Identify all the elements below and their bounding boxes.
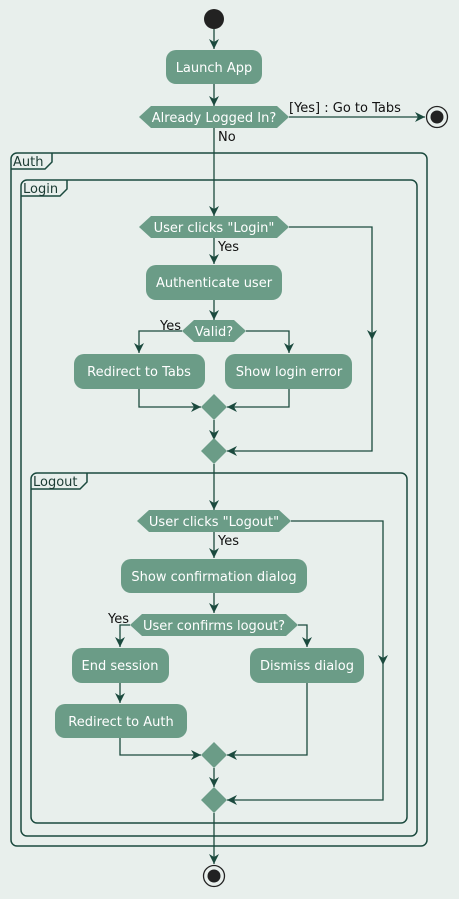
edge-skip-logout xyxy=(227,665,384,805)
merge-confirm xyxy=(201,742,227,768)
decision-valid: Valid? xyxy=(182,320,246,342)
auth-frame: Auth xyxy=(10,152,428,847)
edge-label-logout-yes: Yes xyxy=(217,534,239,549)
edge-redirect-auth-merge xyxy=(119,738,201,760)
svg-text:Already Logged In?: Already Logged In? xyxy=(152,111,276,126)
merge-login xyxy=(201,438,227,464)
svg-text:Show confirmation dialog: Show confirmation dialog xyxy=(131,570,296,585)
edge-logout-no xyxy=(291,520,388,665)
node-end-session: End session xyxy=(72,648,169,683)
stop-node-top xyxy=(425,105,449,129)
svg-text:Show login error: Show login error xyxy=(236,365,343,380)
svg-text:User confirms logout?: User confirms logout? xyxy=(143,619,285,634)
edges xyxy=(115,29,425,864)
edge-label-yes-go-to-tabs: [Yes] : Go to Tabs xyxy=(289,101,401,116)
svg-text:Redirect to Tabs: Redirect to Tabs xyxy=(87,365,191,380)
start-node xyxy=(204,9,224,29)
svg-text:Valid?: Valid? xyxy=(195,325,233,340)
merge-valid xyxy=(201,394,227,420)
edge-label-valid-yes: Yes xyxy=(159,319,181,334)
node-dismiss-dialog: Dismiss dialog xyxy=(250,648,364,683)
svg-text:End session: End session xyxy=(82,659,159,674)
svg-text:Redirect to Auth: Redirect to Auth xyxy=(68,715,173,730)
edge-confirm-yes xyxy=(115,624,130,647)
login-frame-label: Login xyxy=(23,182,58,197)
logout-frame: Logout xyxy=(30,472,408,824)
edge-redirect-merge xyxy=(138,389,201,412)
decision-already-logged-in: Already Logged In? xyxy=(139,106,289,128)
edge-skip-login xyxy=(227,340,373,456)
node-authenticate-user: Authenticate user xyxy=(146,265,282,300)
node-show-login-error: Show login error xyxy=(225,354,352,389)
node-redirect-to-tabs: Redirect to Tabs xyxy=(74,354,205,389)
svg-text:Authenticate user: Authenticate user xyxy=(156,276,273,291)
decision-user-clicks-logout: User clicks "Logout" xyxy=(137,510,291,532)
edge-valid-no xyxy=(246,330,294,353)
edge-valid-yes xyxy=(134,330,182,353)
edge-confirm-no xyxy=(298,624,312,647)
edge-label-no: No xyxy=(218,130,236,145)
logout-frame-label: Logout xyxy=(33,475,78,490)
node-show-confirmation-dialog: Show confirmation dialog xyxy=(121,559,307,593)
stop-node-bottom xyxy=(202,864,226,888)
svg-text:Dismiss dialog: Dismiss dialog xyxy=(260,659,354,674)
edge-dismiss-merge xyxy=(227,683,308,760)
svg-text:User clicks "Login": User clicks "Login" xyxy=(154,221,275,236)
auth-frame-label: Auth xyxy=(13,155,43,170)
decision-user-clicks-login: User clicks "Login" xyxy=(139,216,289,238)
edge-error-merge xyxy=(227,389,290,412)
login-frame: Login xyxy=(20,179,418,837)
merge-logout xyxy=(201,787,227,813)
edge-label-login-yes: Yes xyxy=(217,240,239,255)
decision-user-confirms-logout: User confirms logout? xyxy=(130,614,298,636)
node-launch-app: Launch App xyxy=(166,50,262,84)
edge-label-confirm-yes: Yes xyxy=(107,612,129,627)
svg-text:Launch App: Launch App xyxy=(176,61,253,76)
svg-text:User clicks "Logout": User clicks "Logout" xyxy=(149,515,279,530)
node-redirect-to-auth: Redirect to Auth xyxy=(55,704,187,738)
edge-login-no xyxy=(289,226,377,340)
